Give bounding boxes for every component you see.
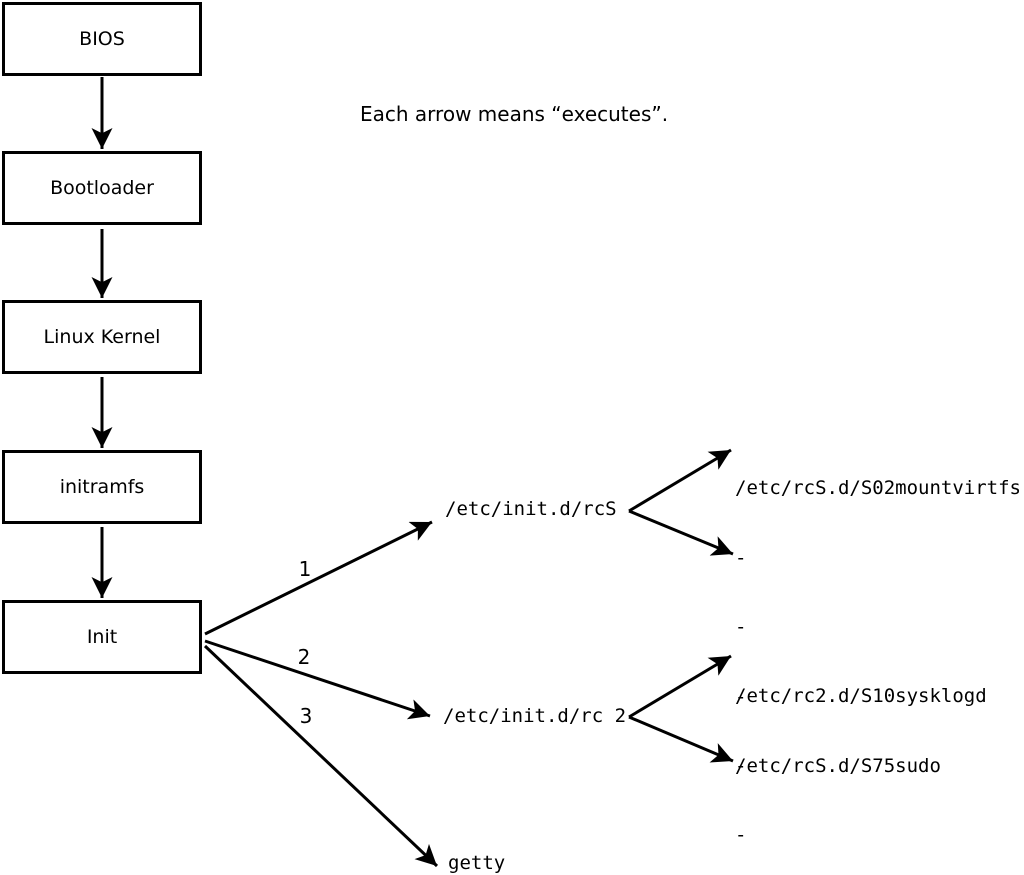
target-init-d-rc2: /etc/init.d/rc 2 bbox=[443, 705, 627, 727]
rcs-d-entry: /etc/rcS.d/S02mountvirtfs bbox=[735, 477, 1021, 499]
box-linux-kernel-label: Linux Kernel bbox=[43, 326, 161, 348]
arrow-rc2-to-s10sysklogd bbox=[628, 654, 732, 719]
box-bootloader: Bootloader bbox=[2, 151, 202, 225]
rc2-d-entry: /etc/rc2.d/S10sysklogd bbox=[735, 685, 987, 707]
arrow-init-to-rcs bbox=[204, 520, 433, 636]
rcs-d-entry: /etc/rcS.d/S75sudo bbox=[735, 755, 941, 777]
arrow-rc2-to-s99gdm bbox=[628, 715, 734, 763]
ellipsis-dash: - bbox=[735, 754, 747, 777]
box-bios-label: BIOS bbox=[79, 28, 125, 50]
rcs-d-entries: /etc/rcS.d/S02mountvirtfs - - - /etc/rcS… bbox=[735, 432, 1021, 824]
target-init-d-rcs: /etc/init.d/rcS bbox=[445, 498, 617, 520]
box-linux-kernel: Linux Kernel bbox=[2, 300, 202, 374]
box-init-label: Init bbox=[86, 626, 118, 648]
arrow-init-to-rc2 bbox=[204, 639, 431, 720]
box-initramfs-label: initramfs bbox=[59, 476, 145, 498]
branch-2-number: 2 bbox=[297, 645, 311, 669]
arrow-rcs-to-s02mountvirtfs bbox=[628, 448, 732, 513]
ellipsis-dash: - bbox=[735, 546, 747, 569]
ellipsis-dash: - bbox=[735, 824, 747, 846]
box-bootloader-label: Bootloader bbox=[50, 177, 154, 199]
arrow-init-to-getty bbox=[203, 644, 439, 868]
ellipsis-dash: - bbox=[735, 616, 747, 638]
box-bios: BIOS bbox=[2, 2, 202, 76]
caption: Each arrow means “executes”. bbox=[360, 101, 669, 126]
ellipsis-dash: - bbox=[735, 685, 747, 708]
branch-3-number: 3 bbox=[299, 704, 313, 728]
arrow-rcs-to-s75sudo bbox=[628, 509, 734, 556]
branch-1-number: 1 bbox=[298, 557, 312, 581]
box-initramfs: initramfs bbox=[2, 450, 202, 524]
rc2-d-entries: /etc/rc2.d/S10sysklogd - - - /etc/rc2.d/… bbox=[735, 640, 987, 875]
box-init: Init bbox=[2, 600, 202, 674]
target-getty: getty bbox=[448, 852, 506, 874]
